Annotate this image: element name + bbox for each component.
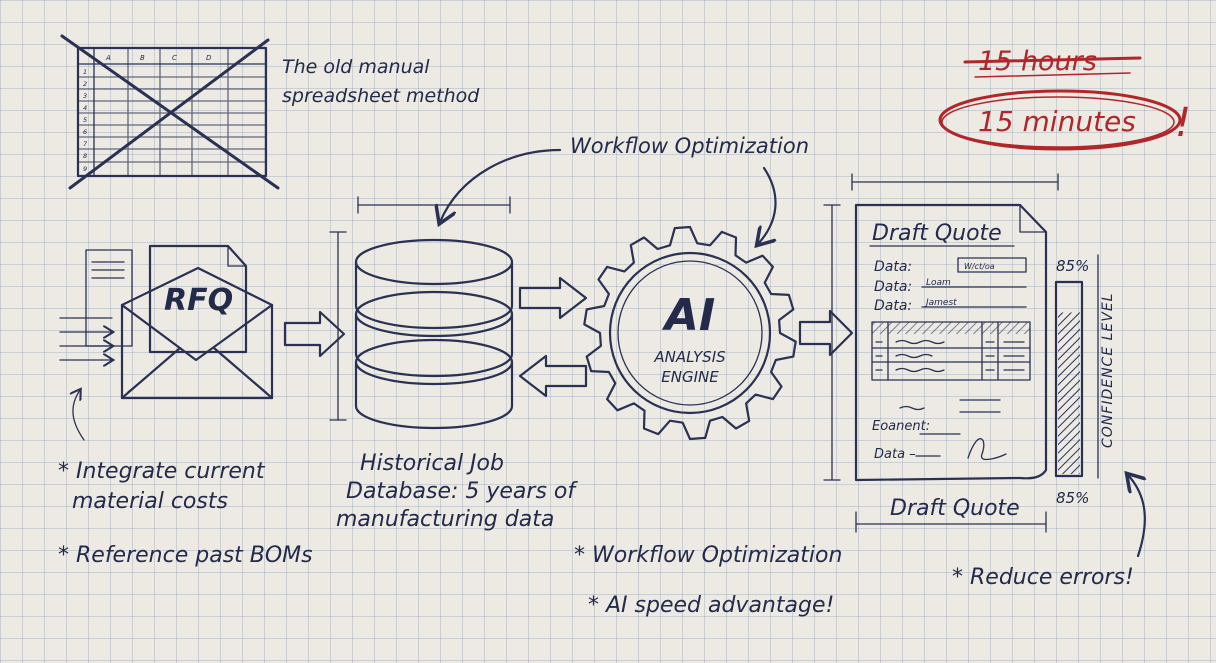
quote-value-1: W/ct/oa — [964, 262, 995, 271]
workflow-label-top: Workflow Optimization — [570, 134, 809, 158]
arrow-rfq-to-database — [283, 310, 346, 358]
spreadsheet-col-c: C — [172, 54, 177, 62]
confidence-bottom-value: 85% — [1056, 489, 1089, 507]
rfq-note-1b: material costs — [72, 489, 228, 514]
spreadsheet-row-7: 7 — [83, 140, 88, 148]
rfq-label: RFQ — [164, 283, 233, 318]
new-time-circle — [938, 89, 1182, 151]
spreadsheet-row-1: 1 — [83, 68, 87, 76]
ai-note-1: * Workflow Optimization — [574, 543, 842, 568]
spreadsheet-row-6: 6 — [83, 128, 87, 136]
new-time: 15 minutes — [978, 105, 1136, 138]
spreadsheet-row-8: 8 — [83, 152, 87, 160]
reduce-errors-arrow — [1128, 475, 1145, 558]
spreadsheet-col-b: B — [140, 54, 145, 62]
quote-header: Draft Quote — [872, 221, 1002, 246]
quote-note: * Reduce errors! — [952, 565, 1134, 590]
rfq-note-1: * Integrate current — [58, 459, 266, 484]
spreadsheet-col-a: A — [105, 54, 111, 62]
database-caption-2: Database: 5 years of — [346, 479, 578, 504]
database-caption-3: manufacturing data — [336, 507, 554, 532]
quote-field-2: Data: — [874, 279, 912, 295]
quote-bottom-field-1: Eoanent: — [872, 419, 930, 434]
spreadsheet-row-9: 9 — [83, 165, 87, 173]
spreadsheet-row-2: 2 — [83, 80, 87, 88]
quote-field-1: Data: — [874, 259, 912, 275]
rfq-note-2: * Reference past BOMs — [58, 543, 313, 568]
ai-title: AI — [662, 290, 715, 341]
quote-field-3: Data: — [874, 298, 912, 314]
database-icon — [329, 196, 514, 430]
confidence-label: CONFIDENCE LEVEL — [1100, 293, 1116, 449]
document-icon — [823, 173, 1099, 533]
gear-icon — [583, 225, 797, 441]
ai-subtitle-1: ANALYSIS — [653, 348, 726, 366]
workflow-arrow-left — [440, 148, 562, 222]
envelope-icon — [59, 244, 274, 400]
spreadsheet-row-5: 5 — [83, 116, 87, 124]
quote-bottom-label: Draft Quote — [890, 496, 1020, 521]
confidence-top-value: 85% — [1056, 257, 1089, 275]
time-savings: 15 hours 15 minutes ! — [938, 46, 1191, 151]
arrow-ai-to-quote — [798, 309, 854, 357]
workflow-arrow-right — [758, 166, 777, 244]
confidence-bar-fill — [1058, 312, 1080, 474]
rfq-note-arrow — [73, 390, 85, 441]
arrow-ai-to-database — [518, 354, 588, 398]
spreadsheet-crossed-icon: A B C D 1 2 3 4 5 6 7 8 9 — [60, 34, 280, 190]
arrow-database-to-ai — [518, 276, 588, 320]
database-caption-1: Historical Job — [360, 451, 504, 476]
ai-note-2: * AI speed advantage! — [588, 593, 834, 618]
ai-subtitle-2: ENGINE — [661, 368, 719, 386]
exclamation-mark: ! — [1175, 100, 1191, 146]
spreadsheet-caption-line2: spreadsheet method — [282, 85, 480, 107]
quote-bottom-field-2: Data – — [874, 447, 916, 462]
quote-value-3: Jamest — [924, 298, 957, 308]
quote-value-2: Loam — [926, 278, 951, 288]
spreadsheet-col-d: D — [206, 54, 212, 62]
spreadsheet-row-3: 3 — [83, 92, 87, 100]
spreadsheet-caption-line1: The old manual — [282, 56, 430, 78]
spreadsheet-row-4: 4 — [83, 104, 87, 112]
